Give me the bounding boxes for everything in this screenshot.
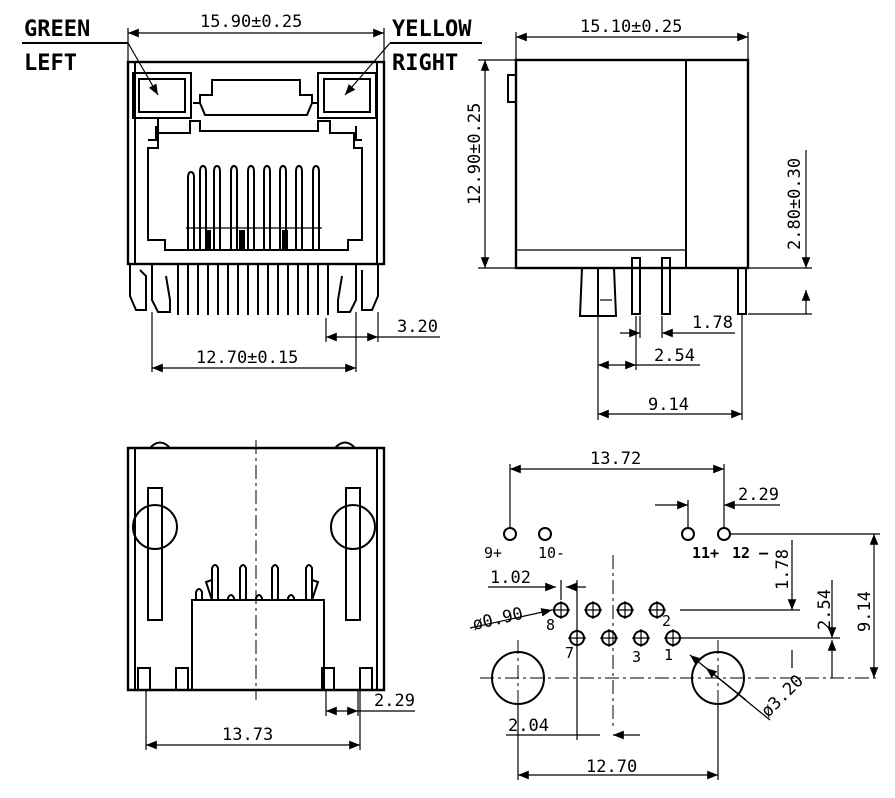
pcb-hole-10 <box>538 527 552 541</box>
dim-side-height: 12.90±0.25 <box>465 103 485 205</box>
dim-pcb-9-14: 9.14 <box>855 591 875 632</box>
dim-side-pitch-b: 2.54 <box>654 346 695 366</box>
jack-contacts <box>186 164 322 250</box>
dim-pcb-mount-hole: ø3.20 <box>757 671 807 721</box>
pin-label-10: 10- <box>538 544 565 562</box>
jack-opening <box>147 118 363 251</box>
bottom-view: 13.73 2.29 <box>126 440 415 750</box>
pin-label-7: 7 <box>565 644 574 662</box>
yellow-led-window <box>317 72 377 119</box>
pin-label-11: 11+ <box>692 544 719 562</box>
pin-label-12: 12 — <box>732 544 769 562</box>
yellow-label: YELLOW <box>392 17 472 42</box>
pcb-layout: 13.72 2.29 9+ 10- 11+ 12 — 1.78 1.02 ø0.… <box>469 449 880 780</box>
pcb-mount-hole-left <box>491 651 545 705</box>
dim-pcb-led-pitch: 2.29 <box>738 485 779 505</box>
pin-label-9: 9+ <box>484 544 502 562</box>
dim-pcb-2-54: 2.54 <box>815 589 835 630</box>
left-label: LEFT <box>24 51 77 76</box>
green-label: GREEN <box>24 17 90 42</box>
pcb-hole-12 <box>717 527 731 541</box>
right-label: RIGHT <box>392 51 458 76</box>
pcb-hole-9 <box>503 527 517 541</box>
dim-pcb-row-offset: 1.78 <box>773 549 793 590</box>
green-led-window <box>132 72 192 119</box>
dim-bottom-tab: 2.29 <box>374 691 415 711</box>
dim-pcb-1-02: 1.02 <box>490 568 531 588</box>
pin-label-8: 8 <box>546 616 555 634</box>
pcb-hole-11 <box>681 527 695 541</box>
dim-front-side: 3.20 <box>397 317 438 337</box>
pin-label-3: 3 <box>632 648 641 666</box>
dim-side-pin-depth: 9.14 <box>648 395 689 415</box>
pcb-mount-hole-right <box>691 651 745 705</box>
bottom-contacts <box>195 564 320 601</box>
dim-front-pin-span: 12.70±0.15 <box>196 348 298 368</box>
bottom-body-outline <box>126 446 386 692</box>
dim-side-standoff: 2.80±0.30 <box>785 158 805 250</box>
dim-bottom-width: 13.73 <box>222 725 273 745</box>
front-pins <box>128 263 384 315</box>
dim-front-width: 15.90±0.25 <box>200 12 302 32</box>
side-view: 15.10±0.25 12.90±0.25 2.80±0.30 1.78 2.5… <box>465 17 812 420</box>
front-view: GREEN LEFT YELLOW RIGHT 15.90±0.25 12.70… <box>22 12 482 373</box>
dim-side-pitch-a: 1.78 <box>692 313 733 333</box>
pin-label-1: 1 <box>664 646 673 664</box>
dim-pcb-top-span: 13.72 <box>590 449 641 469</box>
pin-label-2: 2 <box>662 612 671 630</box>
front-body-outline <box>126 60 386 266</box>
side-body-outline <box>514 58 750 270</box>
dim-pcb-hole: ø0.90 <box>471 604 525 635</box>
dim-pcb-2-04: 2.04 <box>508 716 549 736</box>
dim-pcb-mount-span: 12.70 <box>586 757 637 777</box>
dim-side-depth: 15.10±0.25 <box>580 17 682 37</box>
